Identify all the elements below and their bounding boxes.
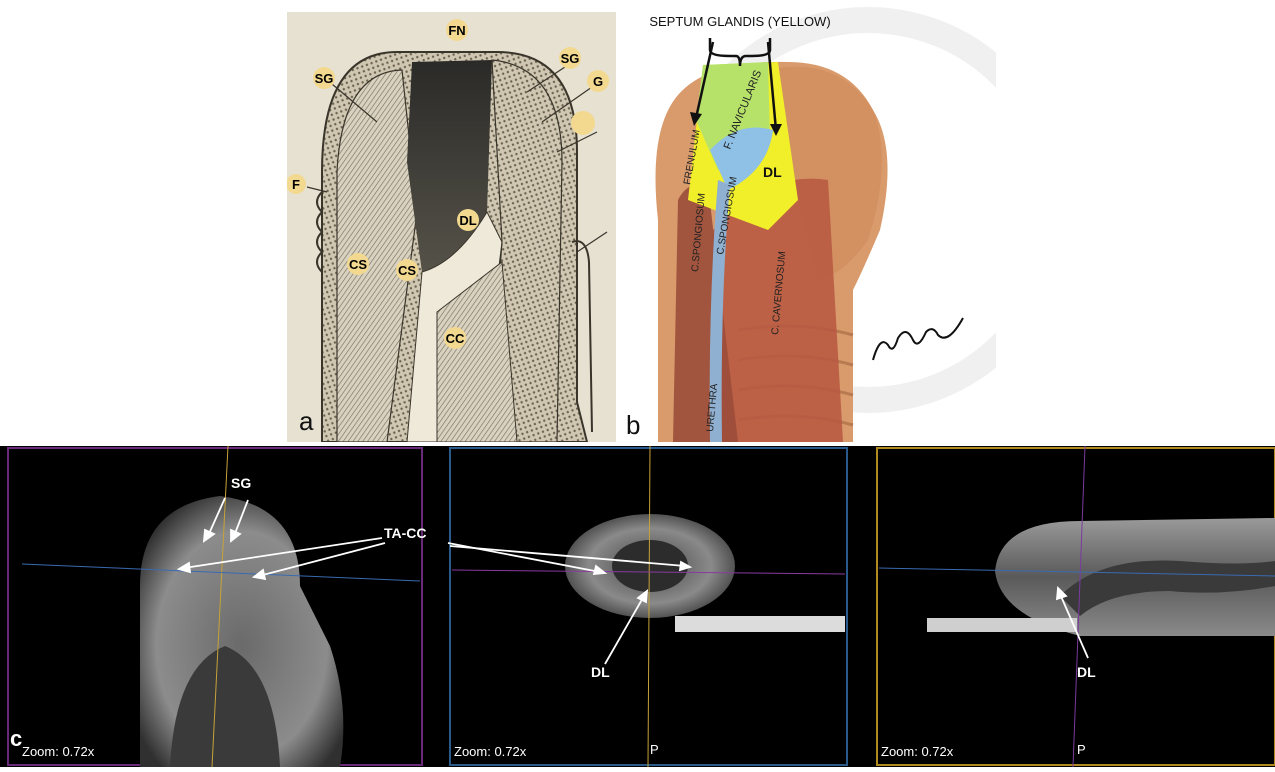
label-cs-left: CS: [347, 253, 369, 275]
label-dl-b: DL: [763, 164, 782, 180]
zoom-readout-2: Zoom: 0.72x: [454, 744, 527, 759]
panel-b: SEPTUM GLANDIS (YELLOW): [618, 0, 996, 442]
label-cs-right: CS: [396, 259, 418, 281]
panel-c: SG TA-CC c Zoom: 0.72x DL Zoom: 0.72x: [0, 446, 1275, 767]
svg-text:FN: FN: [448, 23, 465, 38]
panel-a: FN SG SG G F DL CS CS: [287, 12, 616, 442]
svg-text:G: G: [593, 74, 603, 89]
svg-text:F: F: [292, 177, 300, 192]
label-ta-cc: TA-CC: [384, 525, 427, 541]
label-cc: CC: [444, 327, 466, 349]
zoom-readout-3: Zoom: 0.72x: [881, 744, 954, 759]
label-sg-left: SG: [313, 67, 335, 89]
label-g: G: [587, 70, 609, 92]
panel-c-letter: c: [10, 726, 22, 751]
svg-text:CS: CS: [349, 257, 367, 272]
zoom-readout-1: Zoom: 0.72x: [22, 744, 95, 759]
mri-view-1: SG TA-CC c Zoom: 0.72x: [8, 446, 427, 767]
mri-view-2: DL Zoom: 0.72x P: [448, 446, 847, 767]
label-dl-view-2: DL: [591, 664, 610, 680]
label-fn: FN: [446, 19, 468, 41]
septum-glandis-title: SEPTUM GLANDIS (YELLOW): [649, 14, 830, 29]
orientation-marker-3: P: [1077, 742, 1086, 757]
panel-a-letter: a: [299, 406, 314, 436]
label-dl-view-3: DL: [1077, 664, 1096, 680]
panel-b-letter: b: [626, 410, 640, 440]
label-empty-badge: [571, 111, 595, 135]
label-dl: DL: [457, 209, 479, 231]
svg-text:CC: CC: [446, 331, 465, 346]
mri-view-3: DL Zoom: 0.72x P: [877, 446, 1275, 767]
orientation-marker-2: P: [650, 742, 659, 757]
svg-text:SG: SG: [561, 51, 580, 66]
label-sg-mri: SG: [231, 475, 251, 491]
svg-text:SG: SG: [315, 71, 334, 86]
svg-text:DL: DL: [459, 213, 476, 228]
label-sg-right: SG: [559, 47, 581, 69]
svg-text:CS: CS: [398, 263, 416, 278]
